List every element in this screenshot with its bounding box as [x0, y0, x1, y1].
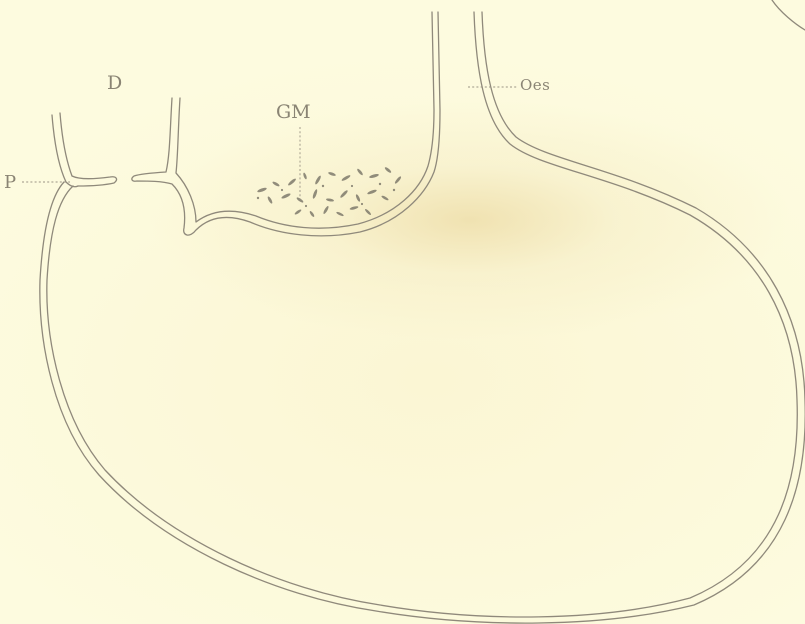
adjacent-figure-fragment: [772, 0, 805, 30]
pylorus-label: P: [4, 174, 16, 192]
gland-mass-stipple: [257, 166, 402, 217]
stomach-outer-wall: [40, 12, 805, 623]
oesophagus-label: Oes: [520, 78, 550, 93]
duodenum-label: D: [107, 74, 122, 93]
pylorus-wall: [52, 113, 117, 187]
lesser-curvature-wall: [132, 12, 440, 236]
gm-label: GM: [276, 103, 311, 122]
